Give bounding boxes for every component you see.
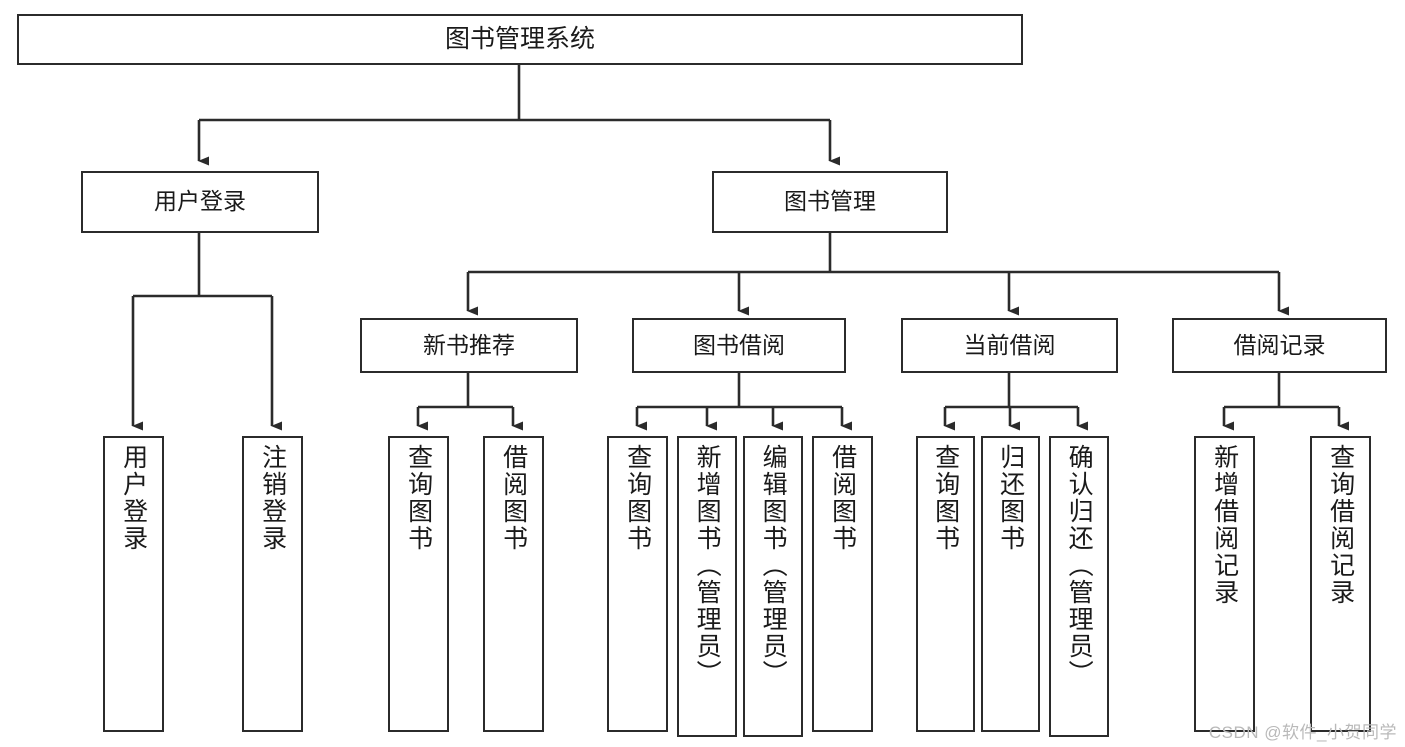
node-label: 借阅图书 [828,444,857,552]
node-book-management-system[interactable]: 图书管理系统 [17,14,1023,65]
node-label: 新书推荐 [423,331,515,358]
node-new-book-recommend[interactable]: 新书推荐 [360,318,578,373]
leaf-search-book-current[interactable]: 查询图书 [916,436,975,732]
node-label: 用户登录 [154,188,246,215]
node-label: 编辑图书（管理员） [759,444,788,687]
node-label: 查询借阅记录 [1326,444,1355,606]
leaf-logout[interactable]: 注销登录 [242,436,303,732]
node-label: 归还图书 [996,444,1025,552]
node-label: 新增借阅记录 [1210,444,1239,606]
leaf-user-login[interactable]: 用户登录 [103,436,164,732]
leaf-search-book-recommend[interactable]: 查询图书 [388,436,449,732]
node-book-borrow[interactable]: 图书借阅 [632,318,846,373]
node-label: 图书管理系统 [444,24,595,53]
node-label: 借阅记录 [1233,331,1326,358]
node-label: 确认归还（管理员） [1065,444,1094,687]
leaf-add-book-admin[interactable]: 新增图书（管理员） [677,436,737,737]
node-borrow-record[interactable]: 借阅记录 [1172,318,1387,373]
leaf-confirm-return-admin[interactable]: 确认归还（管理员） [1049,436,1109,737]
node-label: 新增图书（管理员） [693,444,722,687]
node-label: 查询图书 [404,444,433,552]
node-user-login[interactable]: 用户登录 [81,171,319,233]
node-book-management[interactable]: 图书管理 [712,171,948,233]
node-label: 图书借阅 [693,331,785,358]
leaf-edit-book-admin[interactable]: 编辑图书（管理员） [743,436,803,737]
node-label: 当前借阅 [963,331,1056,358]
node-label: 查询图书 [623,444,652,552]
node-label: 图书管理 [784,188,876,215]
leaf-borrow-book[interactable]: 借阅图书 [812,436,873,732]
leaf-add-borrow-record[interactable]: 新增借阅记录 [1194,436,1255,732]
node-label: 注销登录 [258,444,287,552]
node-label: 查询图书 [931,444,960,552]
leaf-search-borrow-record[interactable]: 查询借阅记录 [1310,436,1371,732]
node-label: 用户登录 [119,444,148,552]
node-current-borrow[interactable]: 当前借阅 [901,318,1118,373]
watermark: CSDN @软件_小贺同学 [1208,723,1397,742]
leaf-borrow-book-recommend[interactable]: 借阅图书 [483,436,544,732]
leaf-return-book[interactable]: 归还图书 [981,436,1040,732]
leaf-search-book-borrow[interactable]: 查询图书 [607,436,668,732]
node-label: 借阅图书 [499,444,528,552]
